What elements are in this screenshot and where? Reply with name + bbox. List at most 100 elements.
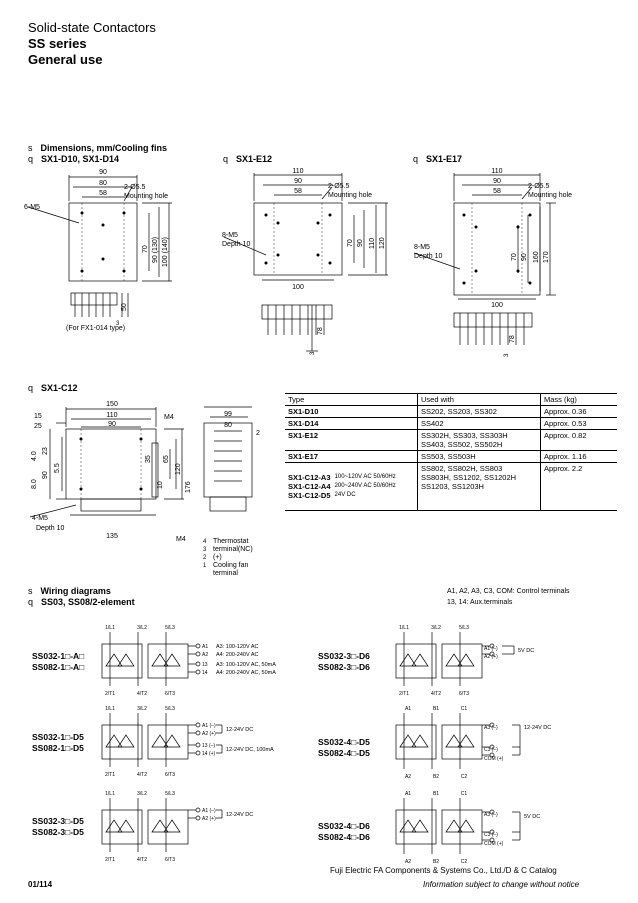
svg-text:A2 (+): A2 (+) xyxy=(484,654,498,660)
e17-hole: 2-Ø5.5 xyxy=(528,183,550,190)
svg-text:13: 13 xyxy=(202,662,208,668)
svg-text:5/L3: 5/L3 xyxy=(459,625,469,631)
svg-text:COM (+): COM (+) xyxy=(484,756,504,762)
footer-notice: Information subject to change without no… xyxy=(423,880,580,889)
svg-text:4/T2: 4/T2 xyxy=(137,772,147,778)
svg-text:5V DC: 5V DC xyxy=(518,648,534,654)
c12-drawing: 150 110 90 15 25 M4 99 80 2 4.0 23 8.0 9… xyxy=(29,401,260,543)
d10-dim-70: 70 xyxy=(142,245,149,253)
svg-text:A4: 200-240V AC: A4: 200-240V AC xyxy=(216,652,259,658)
d10-dim-80: 80 xyxy=(99,180,107,187)
svg-text:A4: 200-240V AC, 50mA: A4: 200-240V AC, 50mA xyxy=(216,670,276,676)
svg-text:A2 (+): A2 (+) xyxy=(202,731,216,737)
c12-dim-90v: 90 xyxy=(42,471,49,479)
d10-dim-58: 58 xyxy=(99,190,107,197)
svg-text:14 (+): 14 (+) xyxy=(202,751,216,757)
svg-text:2/T1: 2/T1 xyxy=(105,772,115,778)
header-line2: SS series xyxy=(28,36,87,51)
e12-dim-90v: 90 xyxy=(357,239,364,247)
c12-dim-23: 23 xyxy=(42,447,49,455)
e17-dim-3: 3 xyxy=(504,353,510,357)
wiring-note1: A1, A2, A3, C3, COM: Control terminals xyxy=(447,588,570,595)
c12-dim-15: 15 xyxy=(34,413,42,420)
svg-text:6/T3: 6/T3 xyxy=(459,691,469,697)
d3-diagram: 1/L1 3/L2 5/L3 2/T1 4/T2 6/T3 A1 (–) A2 … xyxy=(101,706,274,778)
c12-dim-150: 150 xyxy=(106,401,118,408)
e17-drawing: 110 90 58 2-Ø5.5 Mounting hole 8-M5 Dept… xyxy=(413,168,572,357)
e12-m5: 8-M5 xyxy=(222,232,238,239)
e12-drawing: 110 90 58 2-Ø5.5 Mounting hole 8-M5 Dept… xyxy=(222,168,388,355)
e12-hole: 2-Ø5.5 xyxy=(328,183,350,190)
d10-dim-140: 100 (140) xyxy=(162,237,169,267)
c12-dim-110: 110 xyxy=(106,412,117,419)
e12-dim-78: 78 xyxy=(317,327,324,335)
svg-text:5/L3: 5/L3 xyxy=(165,625,175,631)
svg-text:14: 14 xyxy=(202,670,208,676)
c12-dim-99: 99 xyxy=(224,411,232,418)
header-line3: General use xyxy=(28,52,103,67)
svg-text:B1: B1 xyxy=(433,706,439,712)
mass-table: Type Used with Mass (kg) SX1-D10 SS202, … xyxy=(285,393,617,511)
e12-dim-110: 110 xyxy=(292,168,303,175)
d10-dim-3: 3 xyxy=(116,321,120,327)
c12-dim-55: 5.5 xyxy=(54,463,61,473)
svg-text:A3 (–): A3 (–) xyxy=(484,812,498,818)
e17-dim-100: 100 xyxy=(491,302,503,309)
svg-text:6/T3: 6/T3 xyxy=(165,857,175,863)
c12-dim-120: 120 xyxy=(175,463,182,475)
d6-diagram: A1 B1 C1 A2 B2 C2 A3 (–) C3 (–) COM (+) … xyxy=(395,791,540,865)
footer-page: 01/114 xyxy=(28,880,53,889)
c12-dim-176: 176 xyxy=(185,481,192,493)
c12-m5: 4-M5 xyxy=(32,515,48,522)
svg-text:C3 (–): C3 (–) xyxy=(484,747,498,753)
table-row: SX1-E17 SS503, SS503H Approx. 1.16 xyxy=(285,450,617,463)
svg-text:A1: A1 xyxy=(405,791,411,797)
svg-text:6/T3: 6/T3 xyxy=(165,691,175,697)
table-row: SX1-D14 SS402 Approx. 0.53 xyxy=(285,417,617,430)
svg-text:12-24V DC: 12-24V DC xyxy=(226,812,253,818)
e12-dim-70: 70 xyxy=(347,239,354,247)
d2-diagram: 1/L1 3/L2 5/L3 2/T1 4/T2 6/T3 A1 (–) A2 … xyxy=(395,625,534,697)
e17-dim-90: 90 xyxy=(493,178,501,185)
table-row: SX1-D10 SS202, SS203, SS302 Approx. 0.36 xyxy=(285,405,617,418)
c12-dim-4: 4.0 xyxy=(31,451,38,461)
svg-text:3/L2: 3/L2 xyxy=(431,625,441,631)
d4-diagram: A1 B1 C1 A2 B2 C2 A3 (–) C3 (–) COM (+) … xyxy=(395,706,551,780)
svg-text:C2: C2 xyxy=(461,774,468,780)
svg-text:B2: B2 xyxy=(433,774,439,780)
svg-text:A3 (–): A3 (–) xyxy=(484,725,498,731)
d1-diagram: 1/L1 3/L2 5/L3 2/T1 4/T2 6/T3 A1 A2 13 1… xyxy=(101,625,276,697)
e17-hole-label: Mounting hole xyxy=(528,192,572,199)
svg-text:12-24V DC: 12-24V DC xyxy=(226,727,253,733)
d5-diagram: 1/L1 3/L2 5/L3 2/T1 4/T2 6/T3 A1 (–) A2 … xyxy=(101,791,253,863)
c12-depth: Depth 10 xyxy=(36,525,65,532)
svg-text:A2: A2 xyxy=(202,652,208,658)
c12-dim-35: 35 xyxy=(145,455,152,463)
th-used: Used with xyxy=(417,393,541,406)
svg-text:12-24V DC, 100mA: 12-24V DC, 100mA xyxy=(226,747,274,753)
svg-text:A1 (–): A1 (–) xyxy=(202,808,216,814)
svg-text:A2: A2 xyxy=(405,774,411,780)
e17-dim-70: 70 xyxy=(511,253,518,261)
e12-depth: Depth 10 xyxy=(222,241,251,248)
wiring-note2: 13, 14: Aux.terminals xyxy=(447,599,513,606)
svg-text:C2: C2 xyxy=(461,859,468,865)
svg-text:A1: A1 xyxy=(202,644,208,650)
d10-dim-50: 50 xyxy=(121,303,128,311)
d10-dim-90: 90 xyxy=(99,169,107,176)
c12-dim-65: 65 xyxy=(163,455,170,463)
svg-text:2/T1: 2/T1 xyxy=(399,691,409,697)
svg-text:1/L1: 1/L1 xyxy=(399,625,409,631)
svg-text:13 (–): 13 (–) xyxy=(202,743,215,749)
svg-text:A1 (–): A1 (–) xyxy=(202,723,216,729)
svg-text:1/L1: 1/L1 xyxy=(105,791,115,797)
c12-dim-25: 25 xyxy=(34,423,42,430)
svg-text:2/T1: 2/T1 xyxy=(105,857,115,863)
c12-m4-bottom: M4 xyxy=(176,536,186,543)
c12-dim-2: 2 xyxy=(256,430,260,437)
